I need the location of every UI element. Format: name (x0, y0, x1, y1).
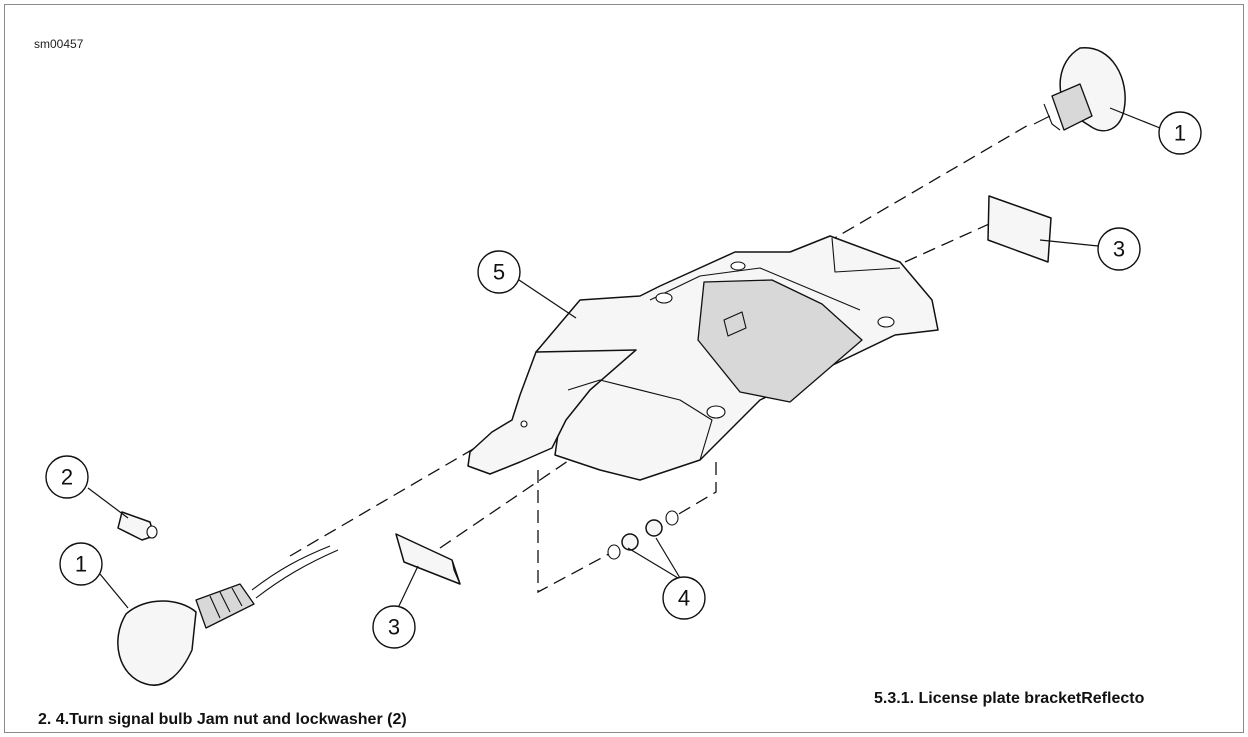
turn-signal-left (117, 545, 339, 686)
turn-signal-left-ribs (209, 587, 243, 619)
bracket-plate-recess (697, 279, 863, 403)
leader-line (515, 277, 577, 319)
jam-nut (645, 519, 663, 537)
callout-label: 3 (388, 615, 400, 640)
reflectors (395, 195, 1052, 585)
lockwasher (665, 510, 679, 526)
leader-lines (87, 107, 1161, 609)
leader-line (1039, 239, 1099, 247)
callout-2: 2 (45, 455, 89, 499)
callout-label: 1 (75, 552, 87, 577)
leader-line (87, 487, 129, 519)
callout-3-right: 3 (1097, 227, 1141, 271)
assembly-line-stud-right (671, 462, 717, 519)
bulb-body (117, 511, 155, 541)
bracket-edge-line (649, 267, 861, 311)
bracket-hole (877, 316, 895, 328)
turn-signal-bulb (117, 511, 158, 541)
figure-id: sm00457 (34, 37, 84, 51)
bulb-base (146, 525, 158, 539)
legend-caption-right: 5.3.1. License plate bracketReflecto (874, 690, 1145, 707)
callout-label: 3 (1113, 237, 1125, 262)
bracket-hole (655, 292, 673, 304)
leader-line (1109, 107, 1161, 129)
turn-signal-right-stem (1051, 83, 1093, 131)
jam-nut (621, 533, 639, 551)
callout-label: 4 (678, 586, 690, 611)
legend-caption-left: 2. 4.Turn signal bulb Jam nut and lockwa… (38, 711, 407, 728)
leader-line (99, 573, 129, 609)
callout-label: 2 (61, 465, 73, 490)
callout-label: 5 (493, 260, 505, 285)
turn-signal-left-lens (117, 600, 197, 686)
bracket-hole (730, 261, 746, 271)
callout-label: 1 (1174, 121, 1186, 146)
turn-signal-right (1033, 47, 1126, 132)
reflector-left-edge (451, 559, 461, 585)
bracket-clip (723, 311, 747, 337)
bracket-hole (706, 405, 726, 419)
callout-5: 5 (477, 250, 521, 294)
leader-line (655, 537, 681, 579)
bracket-upright-tab (831, 237, 901, 273)
leader-line (397, 565, 419, 609)
turn-signal-left-stem (195, 583, 255, 629)
bracket-reflector-pocket (567, 379, 713, 461)
turn-signal-left-wires (251, 545, 339, 599)
turn-signal-right-collar (1043, 103, 1061, 131)
reflector-right (987, 195, 1052, 263)
assembly-line-left-reflector (439, 445, 591, 549)
assembly-line-stud-left (537, 470, 621, 594)
leader-line (627, 547, 679, 579)
bracket-hole (520, 420, 528, 428)
license-plate-bracket (467, 235, 939, 481)
callout-1-left: 1 (59, 542, 103, 586)
callout-4: 4 (662, 576, 706, 620)
jam-nuts-and-lockwashers (607, 510, 679, 560)
lockwasher (607, 544, 621, 560)
bracket-mount-arm (467, 349, 637, 475)
callout-1-right: 1 (1158, 111, 1202, 155)
turn-signal-right-stud (1033, 115, 1051, 125)
callout-3-left: 3 (372, 605, 416, 649)
